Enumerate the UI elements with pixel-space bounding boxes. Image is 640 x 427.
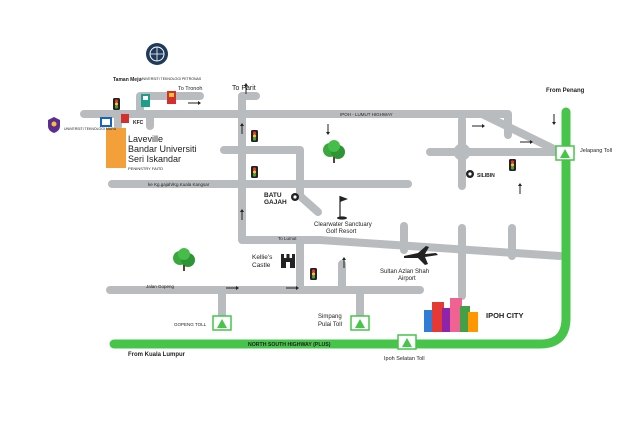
- kfc-logo: [121, 114, 129, 123]
- label-gopeng-toll: GOPENG TOLL: [174, 322, 207, 327]
- laveville-marker: [106, 128, 126, 168]
- ipoh-city-buildings-icon: [424, 298, 478, 332]
- batu-gajah-loop: [220, 146, 322, 216]
- label-to-lumut: To Lumut: [278, 236, 297, 241]
- traffic-light-icon: [509, 159, 516, 171]
- uitm-logo: [48, 117, 60, 133]
- label-batu-gajah-2: GAJAH: [264, 199, 287, 206]
- shell-station-icon: [167, 91, 176, 104]
- label-from-penang: From Penang: [546, 88, 585, 94]
- petrol-station-icon: [141, 94, 150, 107]
- traffic-light-icon: [113, 98, 120, 110]
- traffic-light-icon: [310, 268, 317, 280]
- sign-icon: [100, 117, 112, 127]
- traffic-light-icon: [251, 166, 258, 178]
- road-network: [80, 92, 564, 328]
- utp-logo: [146, 43, 168, 65]
- airplane-icon: [404, 246, 438, 265]
- label-to-parit: To Parit: [232, 85, 256, 92]
- road-to-tronoh: [136, 92, 204, 118]
- label-uitm: UNIVERSITI TEKNOLOGI MARA: [64, 127, 117, 131]
- label-laveville-sub: PENINSTRY FAITD: [128, 166, 163, 171]
- toll-icon: [555, 145, 575, 161]
- toll-gates: [212, 145, 575, 350]
- label-laveville-3: Seri Iskandar: [128, 154, 181, 164]
- label-north-south-highway: NORTH SOUTH HIGHWAY (PLUS): [248, 342, 331, 348]
- label-jalan-gopeng: Jalan Gopeng: [146, 284, 175, 289]
- direction-arrows: [188, 83, 556, 290]
- location-dot: [291, 193, 299, 201]
- label-ke-kampung: ke Kg.gajah/Kg.Kuala Kangsar: [148, 182, 210, 187]
- label-clearwater-2: Golf Resort: [326, 229, 357, 235]
- trees: [173, 140, 345, 271]
- label-ipoh-selatan-toll: Ipoh Selatan Toll: [384, 356, 425, 362]
- label-ipoh-lumut-highway: IPOH - LUMUT HIGHWAY: [340, 112, 393, 117]
- tree-icon: [173, 248, 195, 271]
- traffic-lights: [113, 98, 516, 280]
- location-dot: [466, 170, 474, 178]
- label-laveville-1: Laveville: [128, 134, 163, 144]
- label-silibin: SILIBIN: [477, 173, 495, 179]
- label-utp: UNIVERSITI TEKNOLOGI PETRONAS: [140, 77, 202, 81]
- label-taman-meju: Taman Meju: [113, 77, 142, 83]
- road-to-parit: [238, 92, 260, 118]
- traffic-light-icon: [251, 130, 258, 142]
- label-kellies-1: Kellie's: [252, 254, 273, 261]
- label-batu-gajah-1: BATU: [264, 192, 282, 199]
- label-to-tronoh: To Tronoh: [178, 86, 202, 92]
- label-from-kuala-lumpur: From Kuala Lumpur: [128, 352, 186, 358]
- label-kellies-2: Castle: [252, 262, 271, 269]
- label-airport-1: Sultan Azlan Shah: [380, 269, 429, 275]
- road-to-jelapang: [478, 110, 564, 156]
- toll-icon: [212, 315, 232, 331]
- label-ipoh-city: IPOH CITY: [486, 311, 524, 320]
- label-kfc: KFC: [133, 120, 144, 126]
- label-jelapang-toll: Jelapang Toll: [580, 148, 612, 154]
- north-south-highway: [109, 107, 571, 349]
- castle-icon: [281, 254, 295, 268]
- label-laveville-2: Bandar Universiti: [128, 144, 197, 154]
- toll-icon: [397, 334, 417, 350]
- label-clearwater-1: Clearwater Sanctuary: [314, 222, 372, 228]
- label-simpang-2: Pulai Toll: [318, 322, 342, 328]
- toll-icon: [350, 315, 370, 331]
- tree-icon: [323, 140, 345, 163]
- label-airport-2: Airport: [398, 276, 416, 282]
- road-to-ipoh: [316, 236, 564, 260]
- label-simpang-1: Simpang: [318, 314, 342, 320]
- golf-flag-icon: [337, 196, 348, 220]
